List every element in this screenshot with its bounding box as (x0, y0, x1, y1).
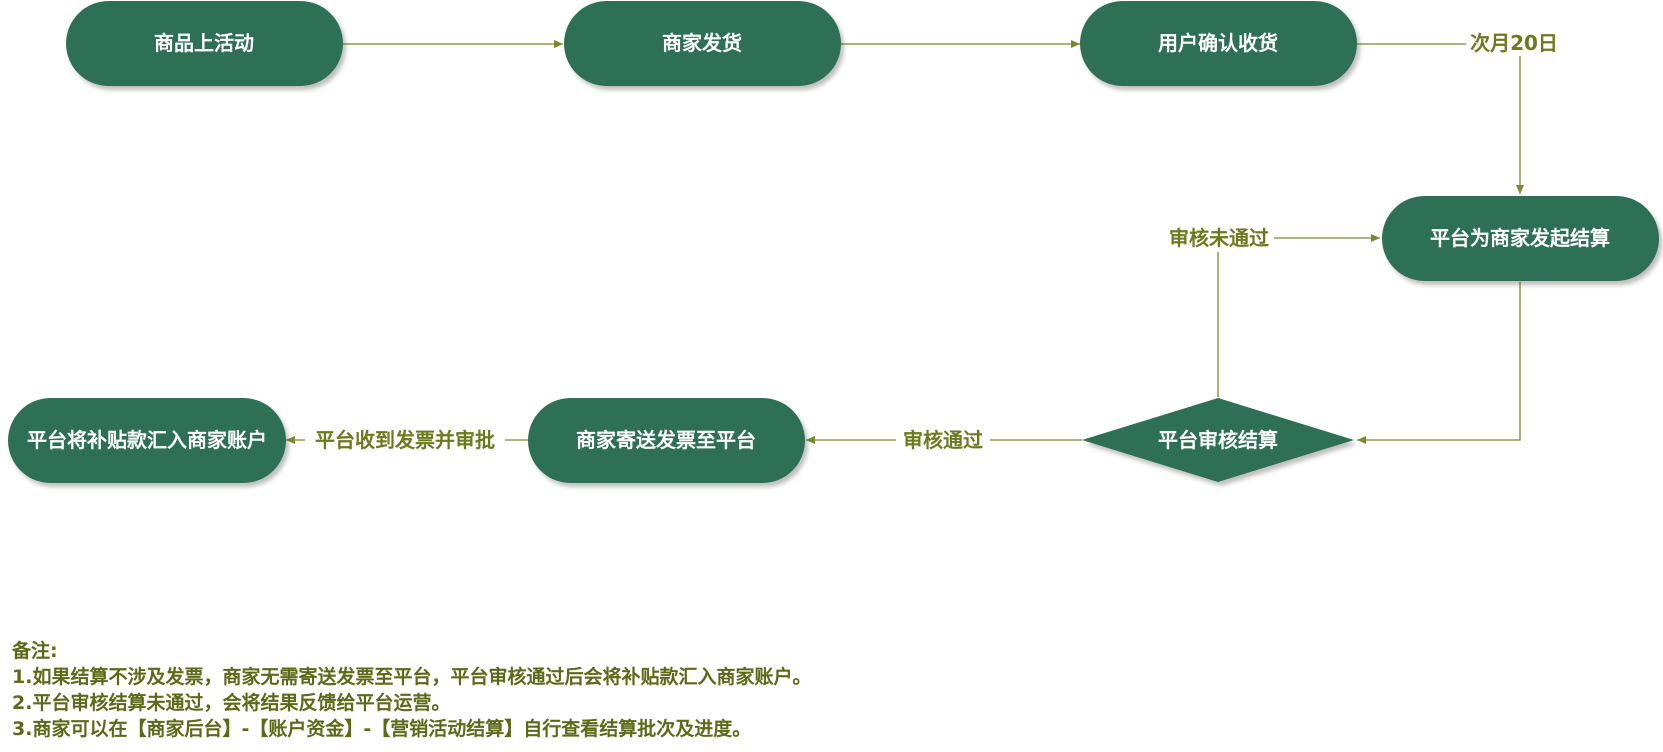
node-review (1082, 398, 1354, 482)
node-labels: 商品上活动 商家发货 用户确认收货 平台为商家发起结算 平台审核结算 商家寄送发… (27, 31, 1610, 452)
node-invoice (528, 398, 805, 483)
node-initiate (1382, 196, 1659, 281)
notes: 备注: 1.如果结算不涉及发票，商家无需寄送发票至平台，平台审核通过后会将补贴款… (12, 638, 811, 742)
node-initiate-label: 平台为商家发起结算 (1430, 226, 1610, 250)
node-payout (8, 398, 286, 483)
node-start (66, 1, 343, 86)
node-start-label: 商品上活动 (154, 31, 254, 55)
notes-title: 备注: (12, 640, 58, 662)
node-confirm-label: 用户确认收货 (1158, 31, 1278, 55)
node-invoice-label: 商家寄送发票至平台 (576, 428, 756, 452)
node-payout-label: 平台将补贴款汇入商家账户 (27, 428, 267, 452)
notes-item-1: 1.如果结算不涉及发票，商家无需寄送发票至平台，平台审核通过后会将补贴款汇入商家… (12, 666, 812, 688)
node-review-label: 平台审核结算 (1158, 428, 1278, 452)
notes-item-3: 3.商家可以在【商家后台】-【账户资金】-【营销活动结算】自行查看结算批次及进度… (12, 718, 752, 740)
nodes (8, 1, 1659, 483)
edge-initiate-to-review (1357, 282, 1521, 444)
node-ship (564, 1, 841, 86)
edge-label-approved: 审核通过 (903, 428, 983, 452)
notes-item-2: 2.平台审核结算未通过，会将结果反馈给平台运营。 (12, 692, 451, 714)
edge-label-next-month: 次月20日 (1470, 31, 1558, 55)
edges (286, 40, 1524, 444)
edge-label-rejected: 审核未通过 (1169, 226, 1269, 250)
edge-labels: 次月20日 审核未通过 审核通过 平台收到发票并审批 (315, 31, 1558, 452)
node-ship-label: 商家发货 (662, 31, 742, 55)
edge-label-invoice-review: 平台收到发票并审批 (315, 428, 495, 452)
node-confirm (1080, 1, 1357, 86)
